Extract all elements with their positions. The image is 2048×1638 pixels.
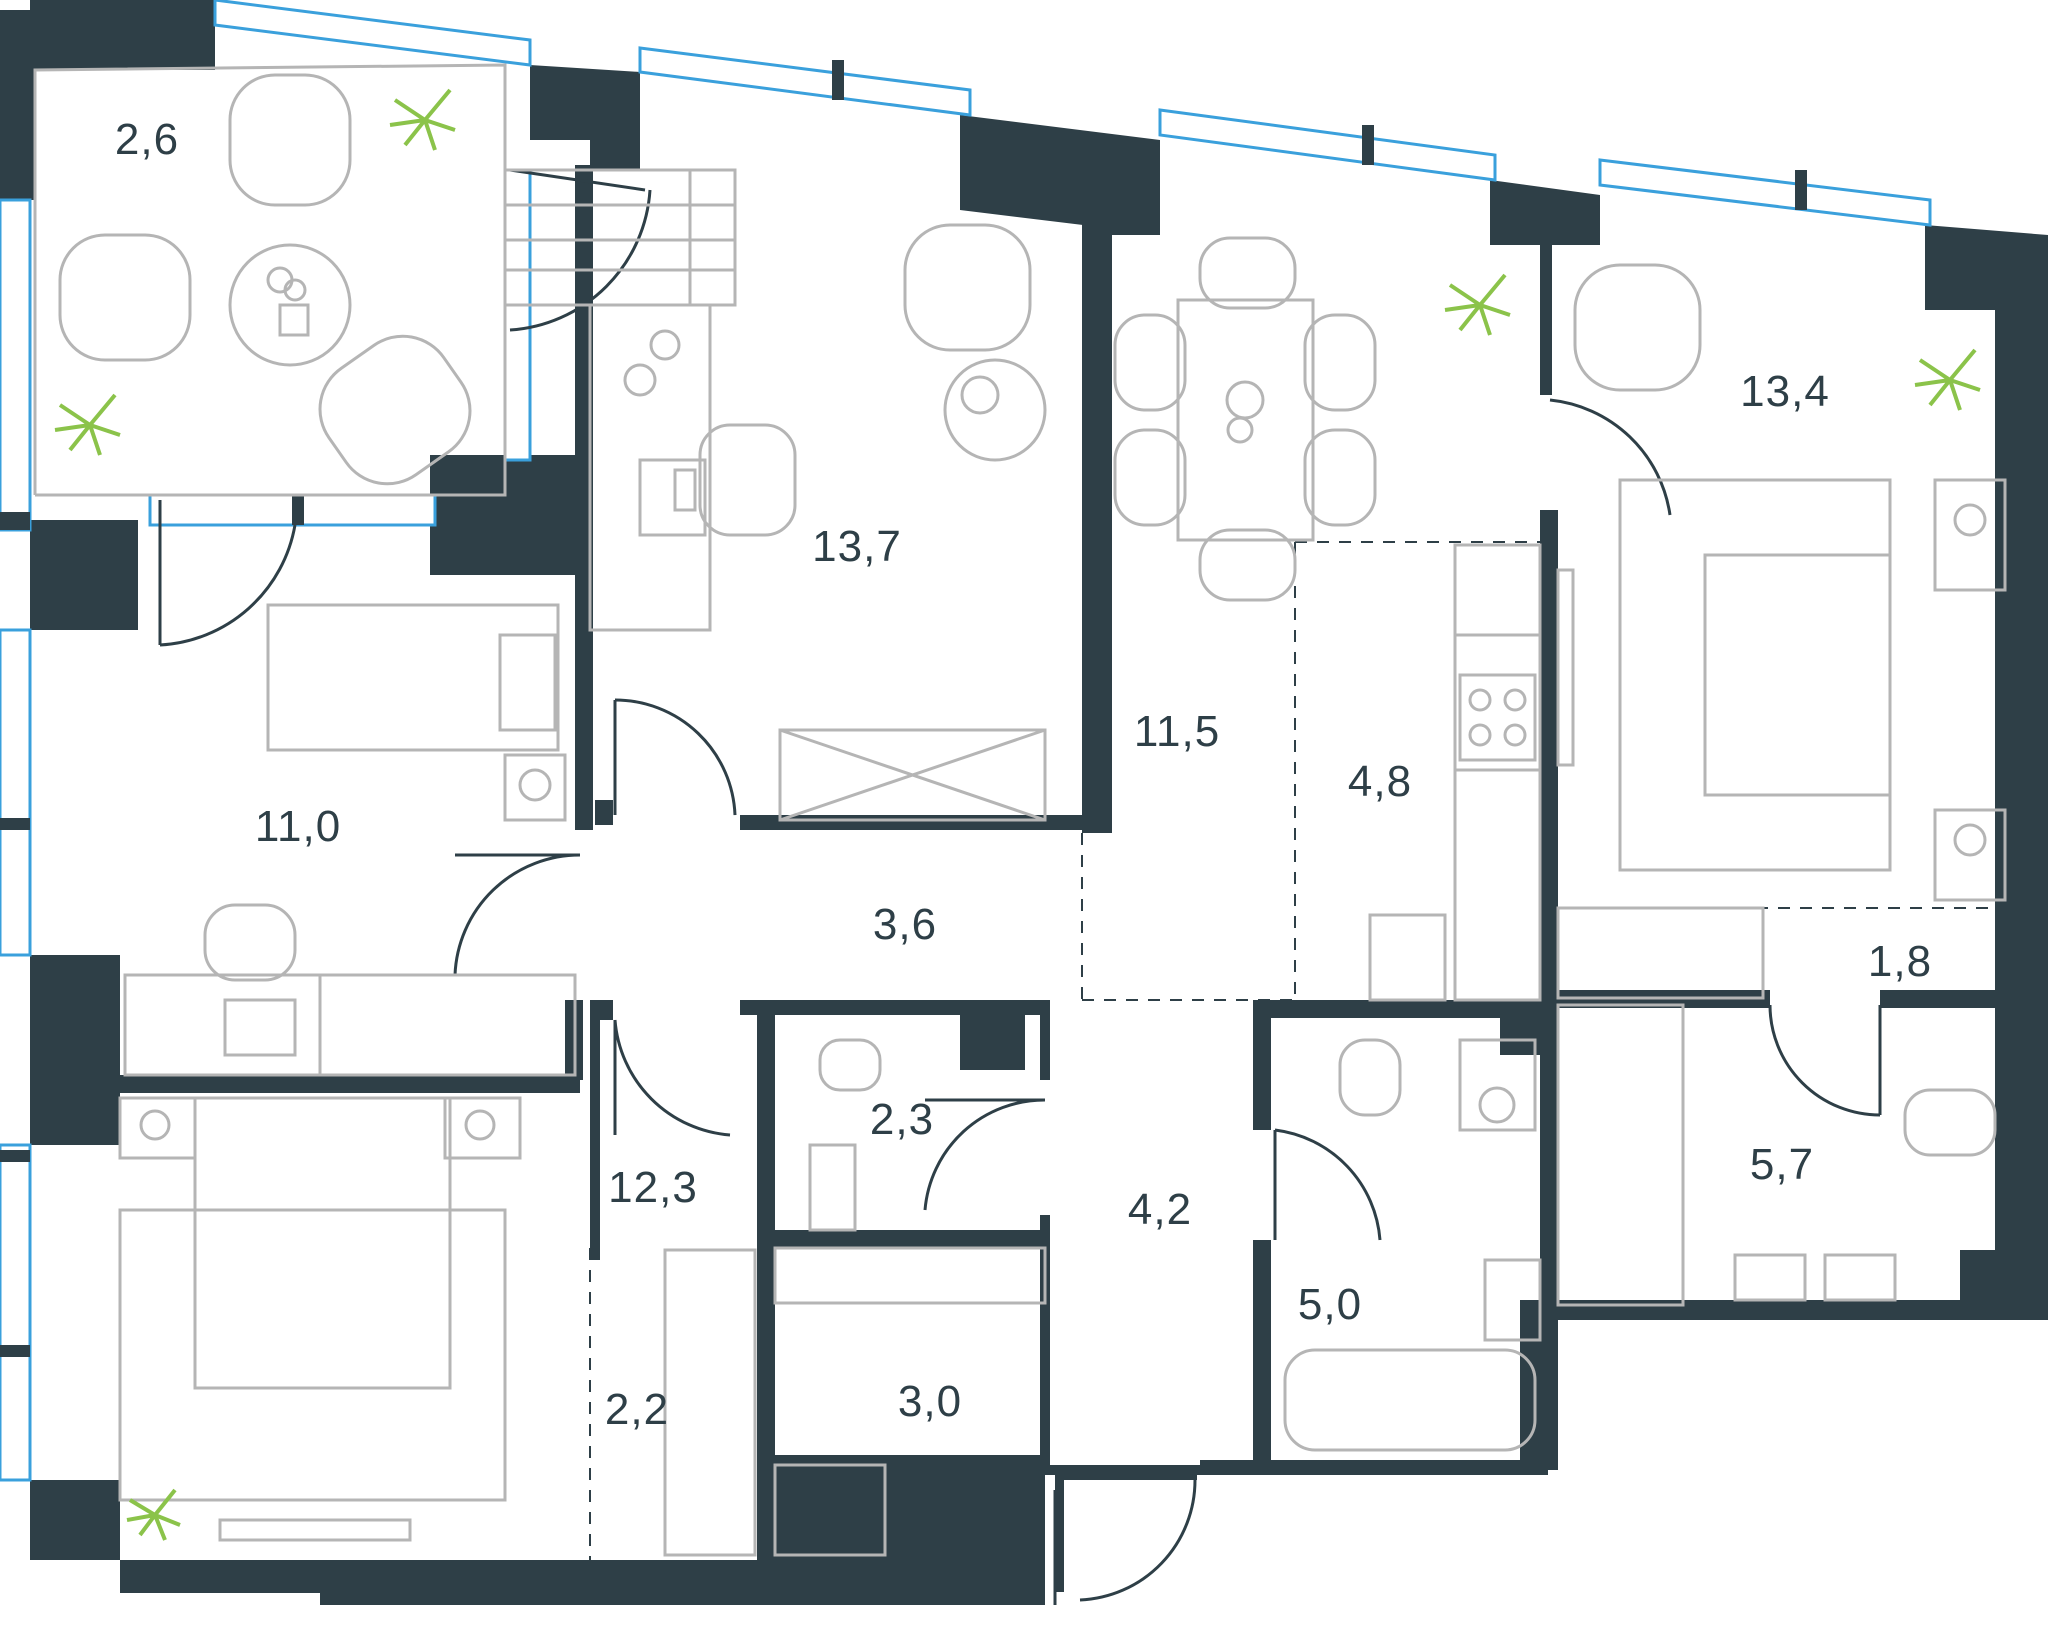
windows [0,0,1932,1482]
plant-icon [1444,273,1511,336]
area-label-kitchen-living: 11,5 [1133,707,1221,756]
area-label-wardrobe-left: 2,2 [604,1385,670,1434]
furniture [58,73,2007,1557]
area-label-corridor: 3,6 [872,900,938,949]
area-label-bedroom-left: 11,0 [254,802,342,851]
area-label-wardrobe-mid: 3,0 [897,1377,963,1426]
area-label-hall: 4,2 [1127,1185,1193,1234]
area-label-wc-small: 2,3 [869,1095,935,1144]
balcony-outline [33,63,507,497]
zone-lines [589,541,2005,1560]
exterior-walls [0,0,2048,1605]
plants [54,88,1981,1541]
plant-icon [54,393,121,456]
doors [158,168,1882,1605]
area-label-bedroom-bottom: 12,3 [608,1163,698,1212]
plant-icon [389,88,456,151]
interior-walls [120,230,2005,1560]
area-label-master-bedroom: 13,4 [1740,367,1830,416]
area-label-kitchen-zone: 4,8 [1347,757,1413,806]
area-label-balcony: 2,6 [114,115,180,164]
area-label-wardrobe-right: 1,8 [1867,937,1933,986]
area-label-bathroom-mid: 5,0 [1297,1280,1363,1329]
plant-icon [126,1488,181,1541]
area-label-bathroom-right: 5,7 [1749,1140,1815,1189]
area-label-study: 13,7 [812,522,902,571]
window-dividers [0,60,1807,1357]
plant-icon [1914,348,1981,411]
